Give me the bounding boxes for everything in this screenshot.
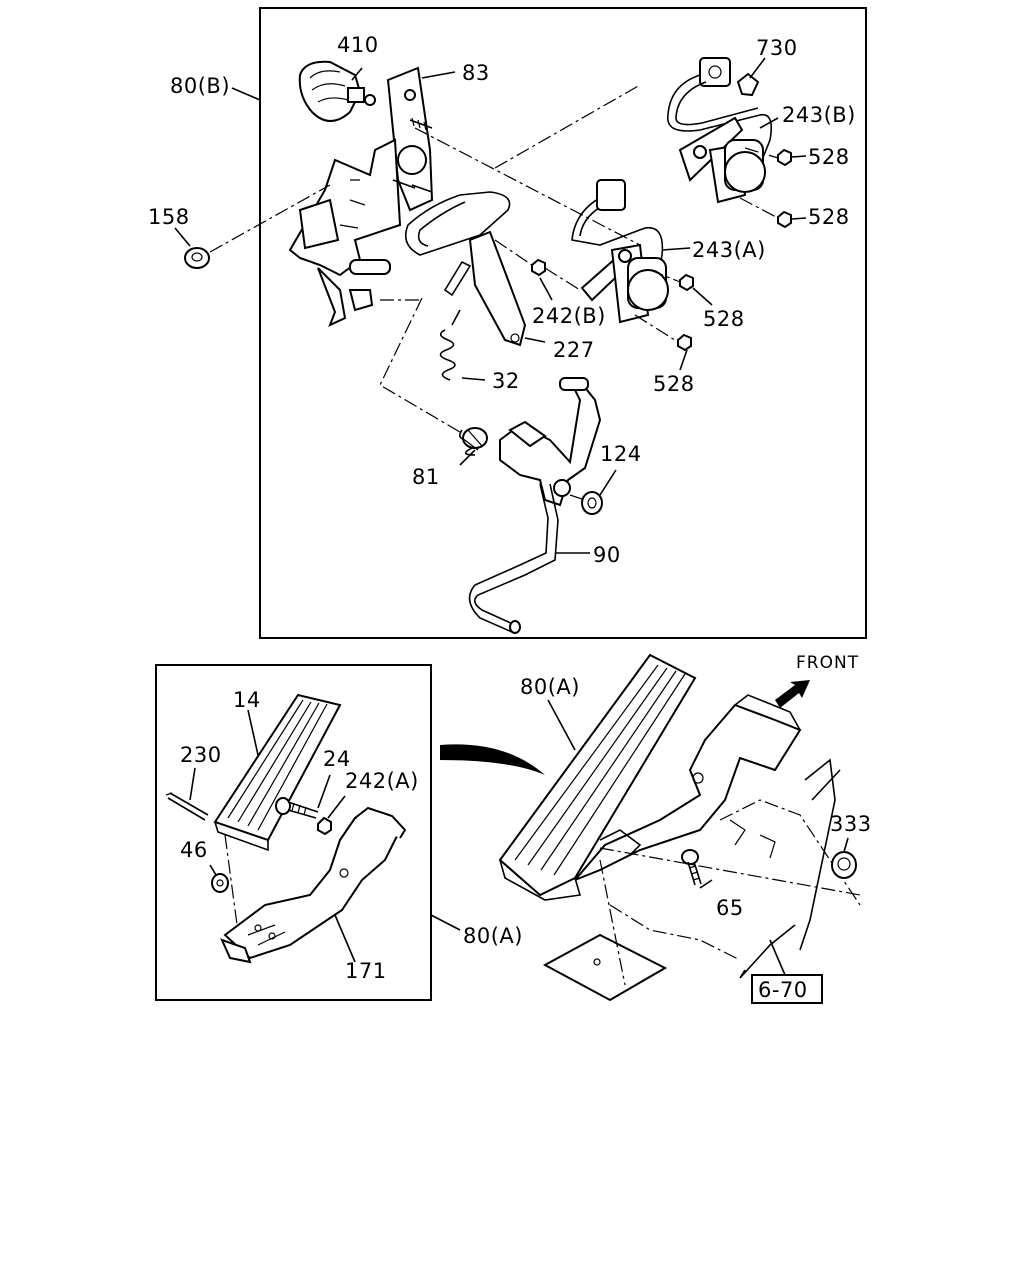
front-arrow-icon bbox=[775, 680, 810, 708]
direction-arrow bbox=[440, 744, 545, 775]
label-243b: 243(B) bbox=[782, 103, 856, 127]
part-333-grommet bbox=[831, 851, 857, 879]
label-24: 24 bbox=[323, 747, 351, 771]
label-528-4: 528 bbox=[653, 372, 695, 396]
label-171: 171 bbox=[345, 959, 387, 983]
part-124-washer bbox=[581, 491, 603, 515]
studs bbox=[392, 117, 433, 193]
part-528-nut-4 bbox=[677, 333, 692, 352]
part-528-nut-2 bbox=[777, 210, 792, 229]
part-24-bolt bbox=[275, 797, 319, 819]
part-242a-nut bbox=[317, 816, 332, 836]
part-243a-sensor-harness bbox=[571, 179, 669, 324]
label-158: 158 bbox=[148, 205, 190, 229]
upper-assembly-frame bbox=[259, 7, 867, 639]
label-6-70: 6-70 bbox=[758, 978, 808, 1002]
part-32-spring bbox=[439, 309, 461, 381]
part-65-bolt bbox=[681, 849, 702, 886]
label-front: FRONT bbox=[796, 653, 859, 673]
part-227-lever bbox=[404, 191, 527, 347]
part-528-nut-1 bbox=[777, 148, 792, 167]
pedal-inset-frame bbox=[155, 664, 432, 1001]
label-333: 333 bbox=[830, 812, 872, 836]
label-242b: 242(B) bbox=[532, 304, 606, 328]
label-124: 124 bbox=[600, 442, 642, 466]
reference-6-70-box bbox=[751, 974, 823, 1004]
part-80a-pedal-assembly bbox=[498, 653, 802, 901]
part-158-bushing bbox=[184, 247, 210, 269]
part-46-washer bbox=[211, 873, 229, 893]
part-90-pedal-arm bbox=[468, 377, 602, 634]
label-65: 65 bbox=[716, 896, 744, 920]
pedal-bracket-assembly bbox=[288, 138, 402, 327]
label-32: 32 bbox=[492, 369, 520, 393]
label-83: 83 bbox=[462, 61, 490, 85]
label-243a: 243(A) bbox=[692, 238, 766, 262]
part-410-clamp bbox=[298, 60, 376, 122]
label-80a-inset: 80(A) bbox=[463, 924, 523, 948]
part-83-bracket bbox=[386, 66, 434, 212]
part-730-clip bbox=[699, 57, 760, 97]
label-227: 227 bbox=[553, 338, 595, 362]
label-80b: 80(B) bbox=[170, 74, 230, 98]
part-81-spring bbox=[459, 427, 488, 456]
label-410: 410 bbox=[337, 33, 379, 57]
label-80a-main: 80(A) bbox=[520, 675, 580, 699]
part-528-nut-3 bbox=[679, 273, 694, 292]
part-14-pedal-pad bbox=[213, 693, 342, 852]
label-230: 230 bbox=[180, 743, 222, 767]
label-90: 90 bbox=[593, 543, 621, 567]
label-730: 730 bbox=[756, 36, 798, 60]
label-528-3: 528 bbox=[703, 307, 745, 331]
label-46: 46 bbox=[180, 838, 208, 862]
label-528-2: 528 bbox=[808, 205, 850, 229]
label-14: 14 bbox=[233, 688, 261, 712]
label-528-1: 528 bbox=[808, 145, 850, 169]
part-242b-nut bbox=[531, 258, 546, 277]
part-243b-sensor-harness bbox=[667, 74, 773, 204]
part-171-pedal-arm bbox=[220, 806, 407, 964]
mounting-surface bbox=[542, 758, 861, 1002]
label-81: 81 bbox=[412, 465, 440, 489]
label-242a: 242(A) bbox=[345, 769, 419, 793]
part-230-pin bbox=[165, 792, 209, 821]
